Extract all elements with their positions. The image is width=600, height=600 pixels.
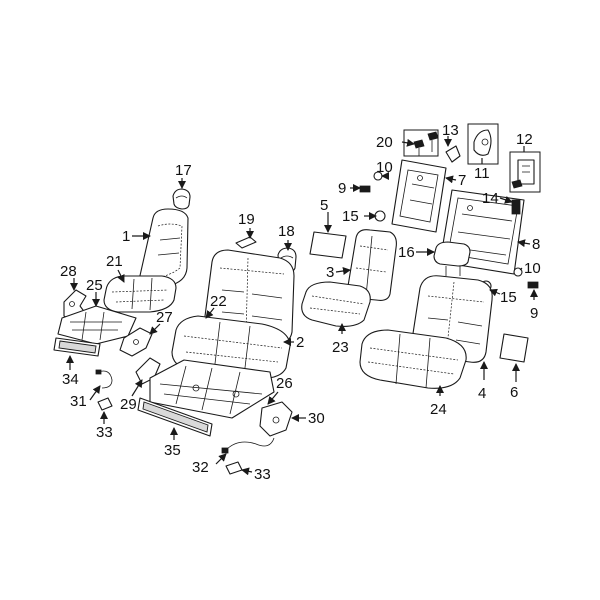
part-14-bolt: [511, 199, 521, 215]
part-24-cushion: [359, 329, 467, 389]
part-34-trim-panel: [53, 337, 101, 357]
part-12-module: [511, 159, 535, 189]
callout-12: 12: [516, 131, 533, 148]
callout-9-top: 9: [338, 180, 346, 197]
callout-19: 19: [238, 211, 255, 228]
callout-31: 31: [70, 393, 87, 410]
callout-27: 27: [156, 309, 173, 326]
callout-23: 23: [332, 339, 349, 356]
part-35-trim-bar: [137, 397, 213, 437]
callout-26: 26: [276, 375, 293, 392]
callout-32: 32: [192, 459, 209, 476]
callout-14: 14: [482, 190, 499, 207]
part-5-back-panel: [309, 231, 347, 259]
callout-33-center: 33: [254, 466, 271, 483]
callout-28: 28: [60, 263, 77, 280]
part-20-bolts: [413, 131, 439, 156]
callout-15-left: 15: [342, 208, 359, 225]
part-23-cushion: [301, 281, 371, 327]
callout-20-box: [403, 129, 439, 157]
callout-33-left: 33: [96, 424, 113, 441]
callout-3: 3: [326, 264, 334, 281]
part-33-clip-center: [225, 461, 243, 475]
callout-5: 5: [320, 197, 328, 214]
callout-16: 16: [398, 244, 415, 261]
callout-34: 34: [62, 371, 79, 388]
part-21-cushion: [103, 275, 177, 313]
part-26-bench-frame: [149, 359, 275, 419]
callout-2: 2: [296, 334, 304, 351]
part-11-bracket: [473, 129, 492, 156]
part-17-headrest: [172, 188, 191, 210]
callout-10-right: 10: [524, 260, 541, 277]
callout-10-top: 10: [376, 159, 393, 176]
leader-lines: [66, 136, 538, 476]
callout-17: 17: [175, 162, 192, 179]
callout-21: 21: [106, 253, 123, 270]
part-9-bolt: [359, 185, 371, 193]
callout-30: 30: [308, 410, 325, 427]
part-6-back-panel: [499, 333, 529, 363]
part-31-wire-harness: [95, 369, 113, 389]
callout-13: 13: [442, 122, 459, 139]
part-33-clip: [97, 397, 113, 411]
callout-18: 18: [278, 223, 295, 240]
callout-11-box: [467, 123, 499, 165]
callout-4: 4: [478, 385, 486, 402]
callout-1: 1: [122, 228, 130, 245]
part-13-clip: [445, 145, 461, 163]
callout-labels: 17 1 21 28 25 19 18 22 2 27 34 31 33 29 …: [60, 122, 541, 483]
part-32-wire-harness: [221, 437, 275, 454]
callout-24: 24: [430, 401, 447, 418]
callout-15-right: 15: [500, 289, 517, 306]
callout-22: 22: [210, 293, 227, 310]
part-27-bracket: [119, 327, 153, 357]
callout-8: 8: [532, 236, 540, 253]
callout-6: 6: [510, 384, 518, 401]
part-30-latch: [259, 401, 293, 437]
callout-20: 20: [376, 134, 393, 151]
callout-29: 29: [120, 396, 137, 413]
part-16-headrest: [433, 241, 471, 276]
callout-12-box: [509, 151, 541, 193]
part-3-seat-back: [347, 229, 397, 301]
callout-11: 11: [474, 165, 490, 182]
part-15-guide: [374, 210, 386, 222]
callout-9-right: 9: [530, 305, 538, 322]
callout-25: 25: [86, 277, 103, 294]
callout-35: 35: [164, 442, 181, 459]
part-19-cap: [235, 236, 257, 249]
part-9-bolt-right: [527, 281, 539, 289]
part-7-back-frame: [391, 159, 447, 233]
callout-7: 7: [458, 172, 466, 189]
